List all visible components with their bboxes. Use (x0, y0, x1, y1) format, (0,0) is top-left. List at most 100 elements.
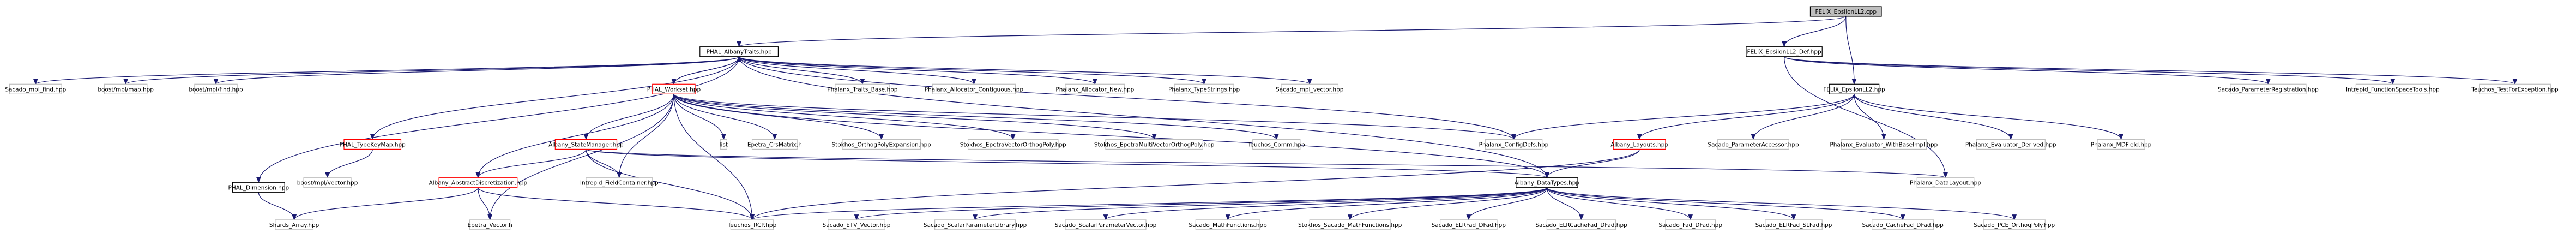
node-phalanx_typestrings[interactable]: Phalanx_TypeStrings.hpp (1168, 83, 1240, 94)
node-sacado_pce[interactable]: Sacado_PCE_OrthogPoly.hpp (1974, 219, 2055, 230)
node-phal_dim[interactable]: PHAL_Dimension.hpp (228, 182, 289, 193)
edge-phal_workset-to-intrepid_field (617, 94, 674, 178)
node-stokhos_epetra_multi[interactable]: Stokhos_EpetraMultiVectorOrthogPoly.hpp (1094, 139, 1215, 150)
node-box (1829, 83, 1880, 94)
node-shards_array[interactable]: Shards_Array.hpp (269, 219, 319, 230)
node-label: Albany_StateManager.hpp (548, 141, 624, 148)
node-box (2097, 139, 2145, 150)
node-label: Sacado_ParameterAccessor.hpp (1708, 141, 1799, 148)
node-sacado_cachefad[interactable]: Sacado_CacheFad_DFad.hpp (1862, 219, 1944, 230)
node-albany_absdisc[interactable]: Albany_AbstractDiscretization.hpp (429, 177, 528, 188)
node-label: Phalanx_Allocator_Contiguous.hpp (925, 86, 1024, 93)
edge-felix_hpp-to-phalanx_eval_derived (1854, 94, 2013, 140)
node-box (586, 177, 653, 188)
node-phal_workset[interactable]: PHAL_Workset.hpp (647, 83, 701, 94)
node-felix_def[interactable]: FELIX_EpsilonLL2_Def.hpp (1746, 46, 1823, 57)
node-phal_typekey[interactable]: PHAL_TypeKeyMap.hpp (340, 139, 406, 150)
node-box (1439, 219, 1498, 230)
node-phalanx_eval_derived[interactable]: Phalanx_Evaluator_Derived.hpp (1965, 139, 2056, 150)
node-label: Sacado_MathFunctions.hpp (1189, 222, 1267, 229)
node-box (835, 83, 890, 94)
node-teuchos_testfor[interactable]: Teuchos_TestForException.hpp (2471, 83, 2559, 94)
node-sacado_mathfn[interactable]: Sacado_MathFunctions.hpp (1189, 219, 1267, 230)
node-boost_vector[interactable]: boost/mpl/vector.hpp (297, 177, 358, 188)
node-box (194, 83, 238, 94)
node-box (1746, 46, 1823, 57)
edge-root-to-phal_traits (737, 16, 1847, 47)
node-phalanx_alloc_contig[interactable]: Phalanx_Allocator_Contiguous.hpp (925, 83, 1024, 94)
edge-phal_typekey-to-boost_vector (325, 149, 373, 178)
node-stokhos_epetra_vec[interactable]: Stokhos_EpetraVectorOrthogPoly.hpp (960, 139, 1066, 150)
node-sacado_mpl_vector[interactable]: Sacado_mpl_vector.hpp (1276, 83, 1344, 94)
node-sacado_etv[interactable]: Sacado_ETV_Vector.hpp (823, 219, 891, 230)
node-label: Epetra_Vector.h (467, 222, 512, 229)
edge-albany_datatypes-to-sacado_elrfad_slfad (1546, 187, 1796, 220)
node-box (275, 219, 314, 230)
edge-phal_workset-to-stokhos_epetra_multi (673, 94, 1157, 140)
node-label: Phalanx_Allocator_New.hpp (1055, 86, 1134, 93)
node-label: Albany_Layouts.hpp (1610, 141, 1668, 148)
node-sacado_elrfad_slfad[interactable]: Sacado_ELRFad_SLFad.hpp (1755, 219, 1832, 230)
node-albany_layouts[interactable]: Albany_Layouts.hpp (1610, 139, 1668, 150)
node-label: Teuchos_Comm.hpp (1247, 141, 1305, 148)
node-sacado_scalar_lib[interactable]: Sacado_ScalarParameterLibrary.hpp (924, 219, 1027, 230)
node-box (1916, 177, 1975, 188)
edge-albany_datatypes-to-sacado_etv (854, 187, 1548, 220)
node-box (1281, 83, 1339, 94)
edge-phal_dim-to-shards_array (258, 192, 297, 220)
node-list[interactable]: list (720, 139, 728, 150)
node-box (1872, 219, 1934, 230)
node-sacado_elrfad[interactable]: Sacado_ELRFad_DFad.hpp (1432, 219, 1506, 230)
node-teuchos_rcp[interactable]: Teuchos_RCP.hpp (727, 219, 777, 230)
node-phalanx_eval_base[interactable]: Phalanx_Evaluator_WithBaseImpl.hpp (1830, 139, 1938, 150)
node-label: Albany_AbstractDiscretization.hpp (429, 180, 528, 187)
node-sacado_param_reg[interactable]: Sacado_ParameterRegistration.hpp (2218, 83, 2319, 94)
node-box (720, 139, 728, 150)
edge-albany_layouts-to-teuchos_rcp (750, 149, 1640, 220)
edge-phal_traits-to-phalanx_alloc_contig (739, 56, 976, 85)
edge-phal_traits-to-sacado_mpl_vector (739, 56, 1312, 85)
node-stokhos_ortho_exp[interactable]: Stokhos_OrthogPolyExpansion.hpp (831, 139, 931, 150)
edge-phal_traits-to-boost_find (214, 56, 740, 85)
edge-albany_absdisc-to-teuchos_rcp (478, 187, 755, 220)
node-phalanx_mdfield[interactable]: Phalanx_MDField.hpp (2091, 139, 2152, 150)
node-sacado_fad[interactable]: Sacado_Fad_DFad.hpp (1658, 219, 1722, 230)
edge-phal_workset-to-albany_state (583, 94, 674, 140)
node-phalanx_alloc_new[interactable]: Phalanx_Allocator_New.hpp (1055, 83, 1135, 94)
edge-phal_traits-to-phal_dim (256, 56, 740, 183)
node-felix_hpp[interactable]: FELIX_EpsilonLL2.hpp (1823, 83, 1885, 94)
node-epetra_crs[interactable]: Epetra_CrsMatrix.h (747, 139, 802, 150)
node-albany_state[interactable]: Albany_StateManager.hpp (548, 139, 624, 150)
node-label: Stokhos_EpetraMultiVectorOrthogPoly.hpp (1094, 141, 1215, 148)
node-phal_traits[interactable]: PHAL_AlbanyTraits.hpp (699, 46, 779, 57)
node-teuchos_comm[interactable]: Teuchos_Comm.hpp (1247, 139, 1305, 150)
node-root[interactable]: FELIX_EpsilonLL2.cpp (1809, 6, 1882, 17)
node-phalanx_traits_base[interactable]: Phalanx_Traits_Base.hpp (827, 83, 898, 94)
node-intrepid_field[interactable]: Intrepid_FieldContainer.hpp (580, 177, 659, 188)
node-label: Phalanx_Evaluator_Derived.hpp (1965, 141, 2056, 148)
node-sacado_scalar_vec[interactable]: Sacado_ScalarParameterVector.hpp (1055, 219, 1157, 230)
node-label: Phalanx_MDField.hpp (2091, 141, 2152, 148)
node-box (1613, 139, 1666, 150)
node-phalanx_datalayout[interactable]: Phalanx_DataLayout.hpp (1910, 177, 1981, 188)
edge-root-to-felix_def (1782, 16, 1847, 47)
node-boost_map[interactable]: boost/mpl/map.hpp (98, 83, 154, 94)
node-sacado_param_access[interactable]: Sacado_ParameterAccessor.hpp (1708, 139, 1799, 150)
node-stokhos_sacado_math[interactable]: Stokhos_Sacado_MathFunctions.hpp (1298, 219, 1402, 230)
node-boost_find[interactable]: boost/mpl/find.hpp (189, 83, 243, 94)
node-intrepid_fst[interactable]: Intrepid_FunctionSpaceTools.hpp (2346, 83, 2440, 94)
node-sacado_mpl_find[interactable]: Sacado_mpl_find.hpp (5, 83, 67, 94)
node-sacado_elrcache[interactable]: Sacado_ELRCacheFad_DFad.hpp (1535, 219, 1627, 230)
node-label: Shards_Array.hpp (269, 222, 319, 229)
node-epetra_vector[interactable]: Epetra_Vector.h (467, 219, 512, 230)
node-label: Phalanx_Evaluator_WithBaseImpl.hpp (1830, 141, 1938, 148)
node-box (1665, 219, 1716, 230)
node-albany_datatypes[interactable]: Albany_DataTypes.hpp (1515, 177, 1580, 188)
edge-phal_workset-to-phal_traits (673, 56, 741, 85)
edge-root-to-felix_hpp (1845, 16, 1857, 85)
edge-felix_def-to-teuchos_testfor (1783, 56, 2517, 85)
node-phalanx_configdefs[interactable]: Phalanx_ConfigDefs.hpp (1479, 139, 1549, 150)
node-label: Sacado_ScalarParameterLibrary.hpp (924, 222, 1027, 229)
node-label: Teuchos_RCP.hpp (727, 222, 777, 229)
node-label: Phalanx_DataLayout.hpp (1910, 180, 1981, 187)
